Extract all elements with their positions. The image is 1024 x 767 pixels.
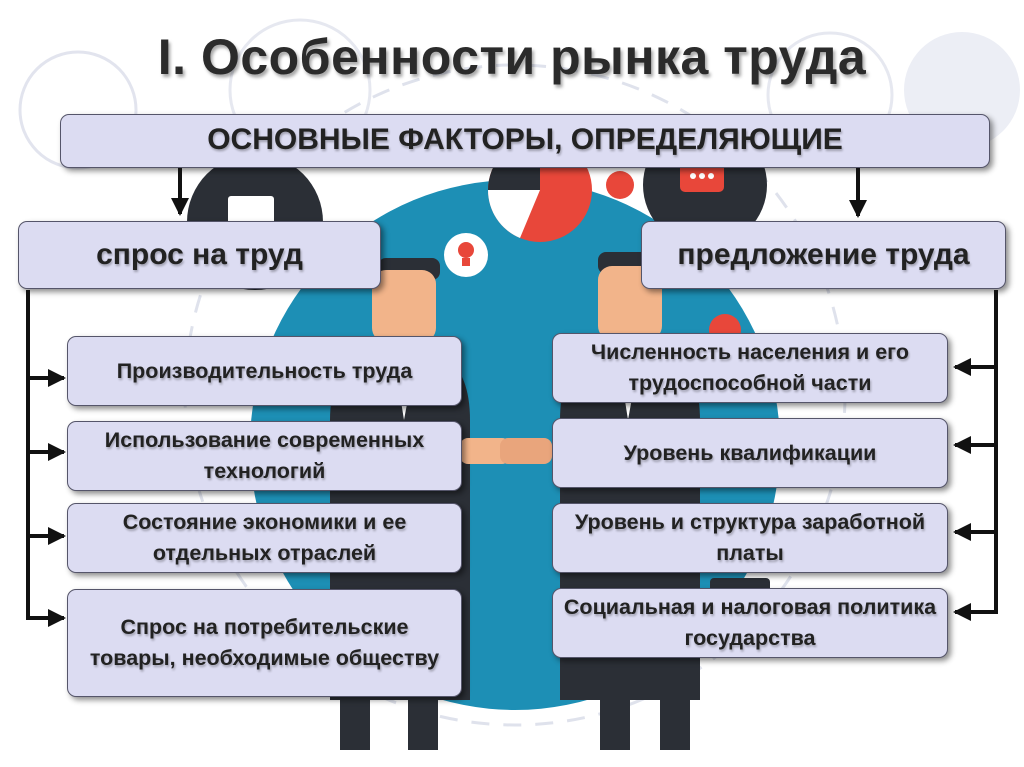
bg-faint-circle: [18, 50, 138, 170]
demand-category-box: спрос на труд: [18, 221, 381, 289]
supply-factor-box: Численность населения и его трудоспособн…: [552, 333, 948, 403]
demand-factor-box: Состояние экономики и ее отдельных отрас…: [67, 503, 462, 573]
handshake-illustration: [460, 438, 552, 464]
supply-factor-box: Социальная и налоговая политика государс…: [552, 588, 948, 658]
supply-factor-box: Уровень и структура заработной платы: [552, 503, 948, 573]
demand-factor-box: Спрос на потребительские товары, необход…: [67, 589, 462, 697]
demand-factor-box: Использование современных технологий: [67, 421, 462, 491]
supply-factor-box: Уровень квалификации: [552, 418, 948, 488]
bg-dot: [606, 171, 634, 199]
demand-factor-box: Производительность труда: [67, 336, 462, 406]
page-title: I. Особенности рынка труда: [157, 29, 867, 85]
supply-category-box: предложение труда: [641, 221, 1006, 289]
header-factors-box: ОСНОВНЫЕ ФАКТОРЫ, ОПРЕДЕЛЯЮЩИЕ: [60, 114, 990, 168]
